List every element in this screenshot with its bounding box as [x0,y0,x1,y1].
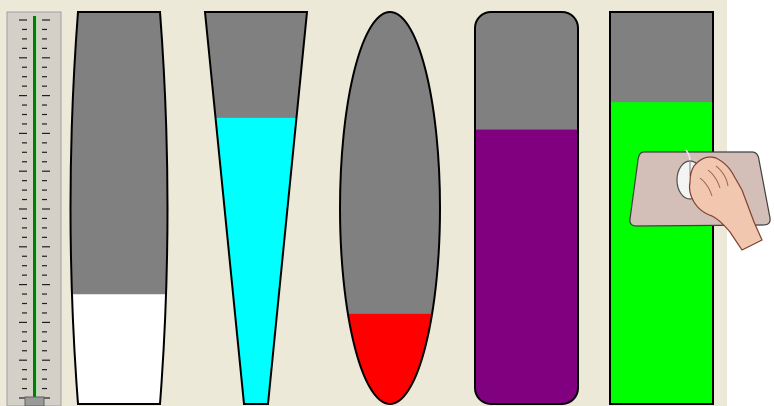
tank-rectangle-fill [610,102,713,404]
tank-rounded-tube-fill [475,130,578,404]
slider-track [33,16,36,402]
tank-ellipse [338,12,442,404]
slider-track-edge [36,16,37,402]
tank-rounded-tube [475,12,578,404]
slider-thumb[interactable] [25,397,44,406]
tank-barrel [60,12,180,404]
vertical-slider[interactable] [7,12,61,406]
